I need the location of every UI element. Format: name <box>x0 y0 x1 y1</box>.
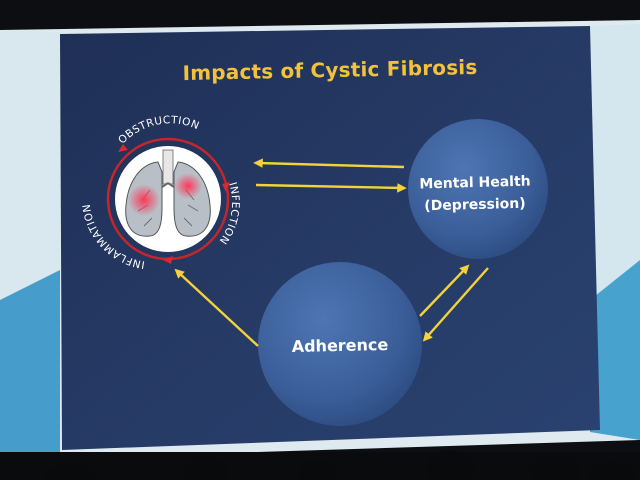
inflammation-glow-left <box>128 184 160 216</box>
lungs-graphic <box>115 146 221 252</box>
adherence-label: Adherence <box>275 335 405 357</box>
audience-heads <box>0 450 640 480</box>
inflammation-glow-right <box>174 173 202 199</box>
